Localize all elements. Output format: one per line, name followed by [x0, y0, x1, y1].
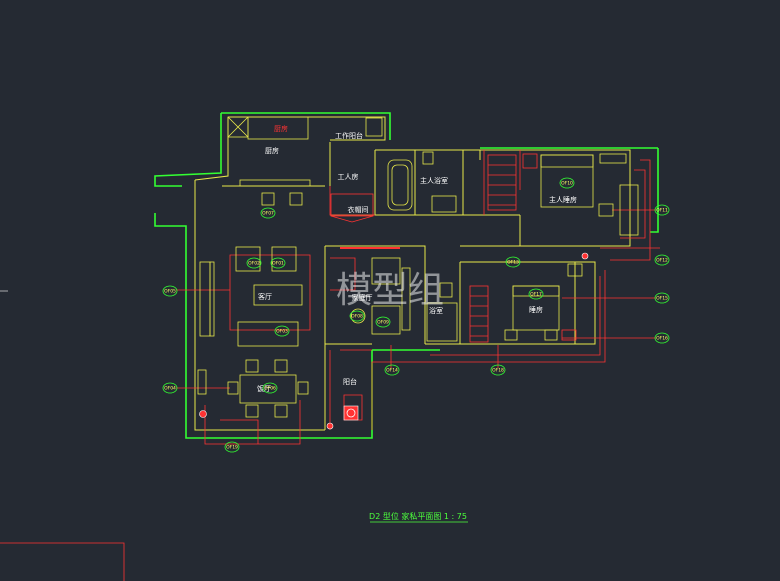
title-block-frame [0, 542, 125, 581]
tag-marker-label: OF12 [656, 258, 668, 264]
tag-marker-circle [528, 288, 544, 300]
tag-marker: OF17 [528, 288, 544, 300]
tag-marker-label: OF17 [530, 292, 542, 298]
tag-marker-circle [349, 310, 365, 322]
room-label-work-balcony: 工作阳台 [335, 131, 363, 140]
balcony-feature [199, 252, 589, 430]
room-label-dining-room: 饭厅 [257, 384, 271, 393]
tag-marker-circle [270, 257, 286, 269]
tag-marker-label: OF09 [377, 320, 389, 326]
tag-marker: OF02 [246, 257, 262, 269]
room-label-bedroom: 睡房 [529, 305, 543, 314]
room-label-bathroom: 浴室 [429, 306, 443, 315]
tag-marker-circle [162, 382, 178, 394]
tag-marker: OF06 [262, 382, 278, 394]
tag-marker: OF16 [654, 332, 670, 344]
room-label-balcony: 阳台 [343, 377, 357, 386]
tag-marker: OF03 [274, 325, 290, 337]
tag-marker: OF04 [162, 382, 178, 394]
tag-marker-label: OF10 [561, 181, 573, 187]
tag-marker-label: OF05 [164, 289, 176, 295]
tag-marker-circle [654, 204, 670, 216]
living-furniture [199, 246, 303, 347]
tag-marker-circle [162, 285, 178, 297]
tag-marker-circle [654, 292, 670, 304]
tag-marker: OF08 [349, 310, 365, 322]
tag-marker: OF18 [490, 364, 506, 376]
dining-furniture [197, 359, 309, 418]
bath-fixtures [387, 151, 458, 342]
tag-marker-circle [490, 364, 506, 376]
tag-marker-label: OF01 [272, 261, 284, 267]
tag-marker-label: OF19 [226, 445, 238, 451]
room-label-maid-room: 工人房 [338, 172, 359, 181]
bedroom-furniture [504, 263, 583, 341]
tag-marker-label: OF18 [492, 368, 504, 374]
tag-marker: OF10 [559, 177, 575, 189]
tag-marker-circle [384, 364, 400, 376]
tag-marker: OF12 [654, 254, 670, 266]
tag-marker-circle [654, 254, 670, 266]
tag-marker-label: OF04 [164, 386, 176, 392]
exterior-walls [154, 112, 659, 439]
tag-marker-label: OF08 [351, 314, 363, 320]
tag-marker: OF19 [224, 441, 240, 453]
room-label-master-bath: 主人浴室 [420, 176, 448, 185]
tag-marker-label: OF02 [248, 261, 260, 267]
tag-marker-label: OF07 [262, 211, 274, 217]
tag-marker: OF05 [162, 285, 178, 297]
tag-marker: OF07 [260, 207, 276, 219]
wardrobe-hatching [330, 154, 517, 343]
tag-marker-circle [375, 316, 391, 328]
tag-marker-label: OF16 [656, 336, 668, 342]
tag-marker-circle [505, 256, 521, 268]
tag-marker-circle [654, 332, 670, 344]
tag-marker-circle [274, 325, 290, 337]
tag-marker: OF13 [505, 256, 521, 268]
tag-marker-circle [246, 257, 262, 269]
tag-marker: OF11 [654, 204, 670, 216]
kitchen-mark: 厨房 [274, 124, 288, 133]
room-label-lounge: 家庭厅 [352, 293, 373, 302]
room-label-wardrobe: 衣帽间 [348, 205, 369, 214]
watermark: 模型组 [336, 270, 444, 311]
room-label-master-bedroom: 主人睡房 [549, 195, 577, 204]
tag-marker-circle [224, 441, 240, 453]
tag-marker-circle [262, 382, 278, 394]
tag-marker-label: OF13 [507, 260, 519, 266]
lounge-furniture [340, 247, 411, 335]
room-label-living-room: 客厅 [258, 292, 272, 301]
room-label-kitchen: 厨房 [265, 146, 279, 155]
tag-marker-circle [260, 207, 276, 219]
tag-marker: OF01 [270, 257, 286, 269]
tag-marker-label: OF15 [656, 296, 668, 302]
tag-marker-label: OF03 [276, 329, 288, 335]
tag-marker-label: OF14 [386, 368, 398, 374]
drawing-caption: D2 型位 家私平面图 1 : 75 [369, 511, 467, 521]
master-bedroom-furniture [522, 153, 639, 236]
kitchen-fixtures [227, 116, 383, 206]
tag-marker: OF09 [375, 316, 391, 328]
tag-marker-circle [559, 177, 575, 189]
tag-marker-label: OF06 [264, 386, 276, 392]
tag-marker: OF15 [654, 292, 670, 304]
tag-marker-label: OF11 [656, 208, 668, 214]
tag-marker: OF14 [384, 364, 400, 376]
